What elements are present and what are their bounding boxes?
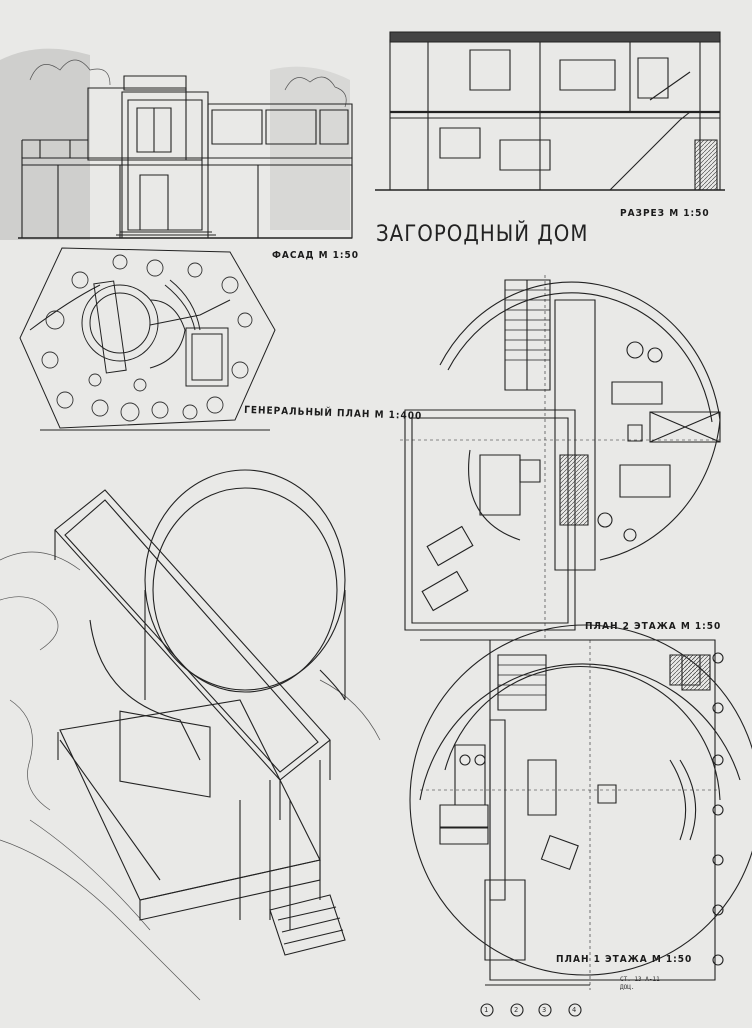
floor1-plan [410, 625, 752, 1016]
title-block-stamp: СТ. 13 А-11 ДОЦ. [620, 976, 660, 992]
floor2-plan-label: ПЛАН 2 ЭТАЖА М 1:50 [585, 621, 722, 632]
axis-mark-3: 3 [542, 1006, 547, 1014]
floor1-plan-label: ПЛАН 1 ЭТАЖА М 1:50 [556, 954, 693, 965]
axis-mark-4: 4 [572, 1006, 577, 1014]
site-plan [20, 248, 275, 430]
section-drawing [375, 32, 725, 190]
axonometric-view [0, 469, 380, 1000]
facade-drawing [0, 48, 352, 240]
stamp-line-1: СТ. 13 А-11 [620, 976, 660, 983]
axis-mark-2: 2 [514, 1006, 519, 1014]
sheet-title: ЗАГОРОДНЫЙ ДОМ [376, 222, 589, 247]
facade-label: ФАСАД М 1:50 [272, 250, 360, 261]
section-label: РАЗРЕЗ М 1:50 [620, 208, 710, 219]
axis-mark-1: 1 [484, 1006, 489, 1014]
stamp-line-2: ДОЦ. [620, 984, 635, 991]
floor2-plan [400, 275, 720, 640]
